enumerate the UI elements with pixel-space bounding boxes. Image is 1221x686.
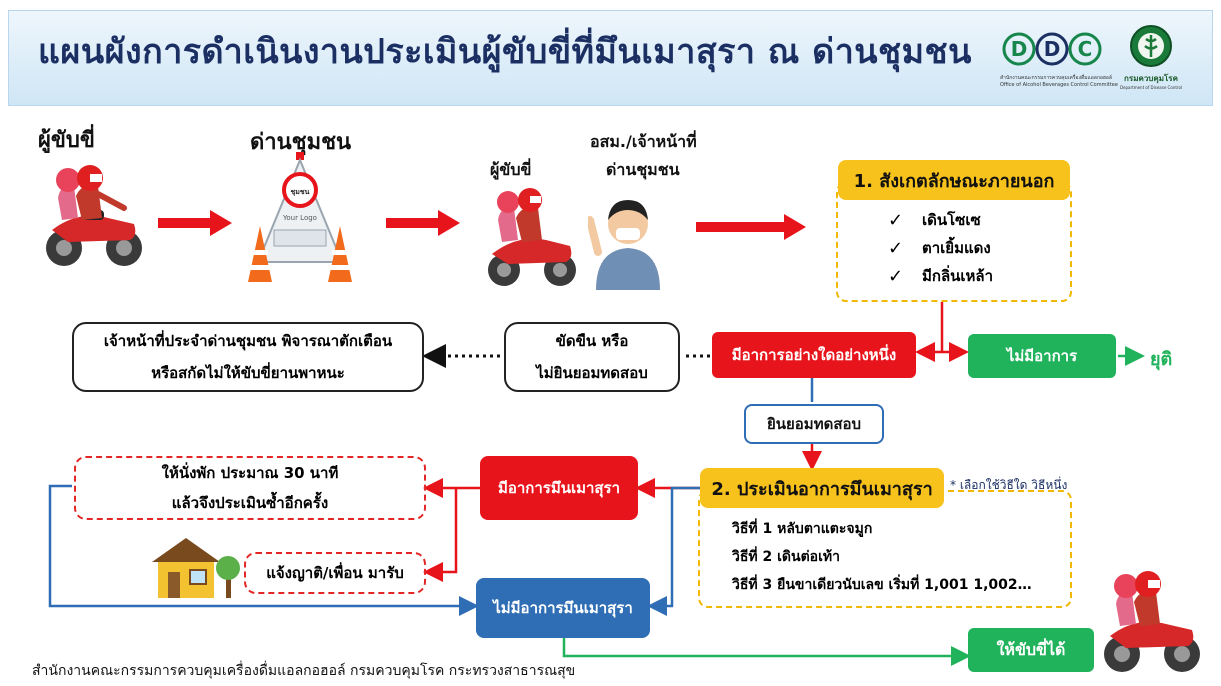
- checkpoint-barrier-icon: ชุมชน Your Logo: [248, 152, 352, 282]
- observe-item: ✓เดินโซเซ: [888, 209, 981, 231]
- method-item: วิธีที่ 1 หลับตาแตะจมูก: [732, 521, 873, 537]
- dept-logo-text-en: Department of Disease Control: [1119, 85, 1183, 90]
- no-symptom-box: ไม่มีอาการ: [968, 334, 1116, 378]
- any-symptom-box: มีอาการอย่างใดอย่างหนึ่ง: [712, 332, 916, 378]
- checkpoint-logo-text: Your Logo: [282, 214, 317, 222]
- motorcycle-riders-icon-3: [1104, 571, 1200, 672]
- ddc-logo: D D C สำนักงานคณะกรรมการควบคุมเครื่องดื่…: [1000, 30, 1118, 92]
- flow-arrow-1: [158, 210, 232, 236]
- allow-box: ให้ขับขี่ได้: [968, 628, 1094, 672]
- check-icon: ✓: [888, 209, 904, 231]
- motorcycle-riders-icon: [46, 165, 142, 266]
- consent-box: ยินยอมทดสอบ: [744, 404, 884, 444]
- officer-icon: [588, 200, 660, 290]
- check-icon: ✓: [888, 237, 904, 259]
- ddc-logo-text-en: Office of Alcohol Beverages Control Comm…: [1000, 82, 1118, 88]
- notify-box: แจ้งญาติ/เพื่อน มารับ: [244, 552, 426, 594]
- motorcycle-riders-icon-2: [488, 188, 576, 286]
- ddc-logo-mark: D D C: [1002, 32, 1102, 66]
- flow-arrow-2: [386, 210, 460, 236]
- assess-note: * เลือกใช้วิธีใด วิธีหนึ่ง: [950, 478, 1068, 492]
- not-drunk-box: ไม่มีอาการมึนเมาสุรา: [476, 578, 650, 638]
- house-icon: [152, 538, 240, 598]
- driver-label: ผู้ขับขี่: [38, 128, 95, 153]
- method-item: วิธีที่ 3 ยืนขาเดียวนับเลข เริ่มที่ 1,00…: [732, 577, 1032, 593]
- dept-logo-text-th: กรมควบคุมโรค: [1124, 74, 1178, 83]
- footer-text: สำนักงานคณะกรรมการควบคุมเครื่องดื่มแอลกอ…: [32, 663, 576, 679]
- dept-seal-icon: [1130, 25, 1172, 67]
- rest-box: ให้นั่งพัก ประมาณ 30 นาที แล้วจึงประเมิน…: [74, 456, 426, 520]
- officer-label-2: ด่านชุมชน: [606, 160, 680, 179]
- refuse-box: ขัดขืน หรือ ไม่ยินยอมทดสอบ: [504, 322, 680, 392]
- flow-arrow-3: [696, 214, 806, 240]
- svg-text:D: D: [1011, 37, 1028, 61]
- checkpoint-label: ด่านชุมชน: [250, 130, 352, 155]
- assess-title: 2. ประเมินอาการมึนเมาสุรา: [700, 468, 944, 508]
- check-icon: ✓: [888, 265, 904, 287]
- checkpoint-sign-text: ชุมชน: [291, 188, 310, 196]
- stop-label: ยุติ: [1150, 349, 1173, 370]
- method-item: วิธีที่ 2 เดินต่อเท้า: [732, 549, 840, 565]
- svg-text:D: D: [1044, 37, 1061, 61]
- officer-label-1: อสม./เจ้าหน้าที่: [590, 132, 697, 151]
- observe-item: ✓มีกลิ่นเหล้า: [888, 265, 994, 287]
- assess-methods: วิธีที่ 1 หลับตาแตะจมูก วิธีที่ 2 เดินต่…: [732, 518, 1032, 602]
- drunk-box: มีอาการมึนเมาสุรา: [480, 456, 638, 520]
- observe-title: 1. สังเกตลักษณะภายนอก: [838, 160, 1070, 200]
- header-banner: [8, 10, 1213, 106]
- observe-item: ✓ตาเยิ้มแดง: [888, 237, 991, 259]
- ddc-logo-text-th: สำนักงานคณะกรรมการควบคุมเครื่องดื่มแอลกอ…: [1000, 75, 1112, 81]
- driver-label-2: ผู้ขับขี่: [490, 160, 532, 179]
- svg-text:C: C: [1078, 37, 1093, 61]
- officer-action-box: เจ้าหน้าที่ประจำด่านชุมชน พิจารณาตักเตือ…: [72, 322, 424, 392]
- dept-logo: กรมควบคุมโรค Department of Disease Contr…: [1118, 24, 1184, 96]
- page-title: แผนผังการดำเนินงานประเมินผู้ขับขี่ที่มึน…: [38, 32, 972, 72]
- observe-list: ✓เดินโซเซ ✓ตาเยิ้มแดง ✓มีกลิ่นเหล้า: [888, 206, 993, 290]
